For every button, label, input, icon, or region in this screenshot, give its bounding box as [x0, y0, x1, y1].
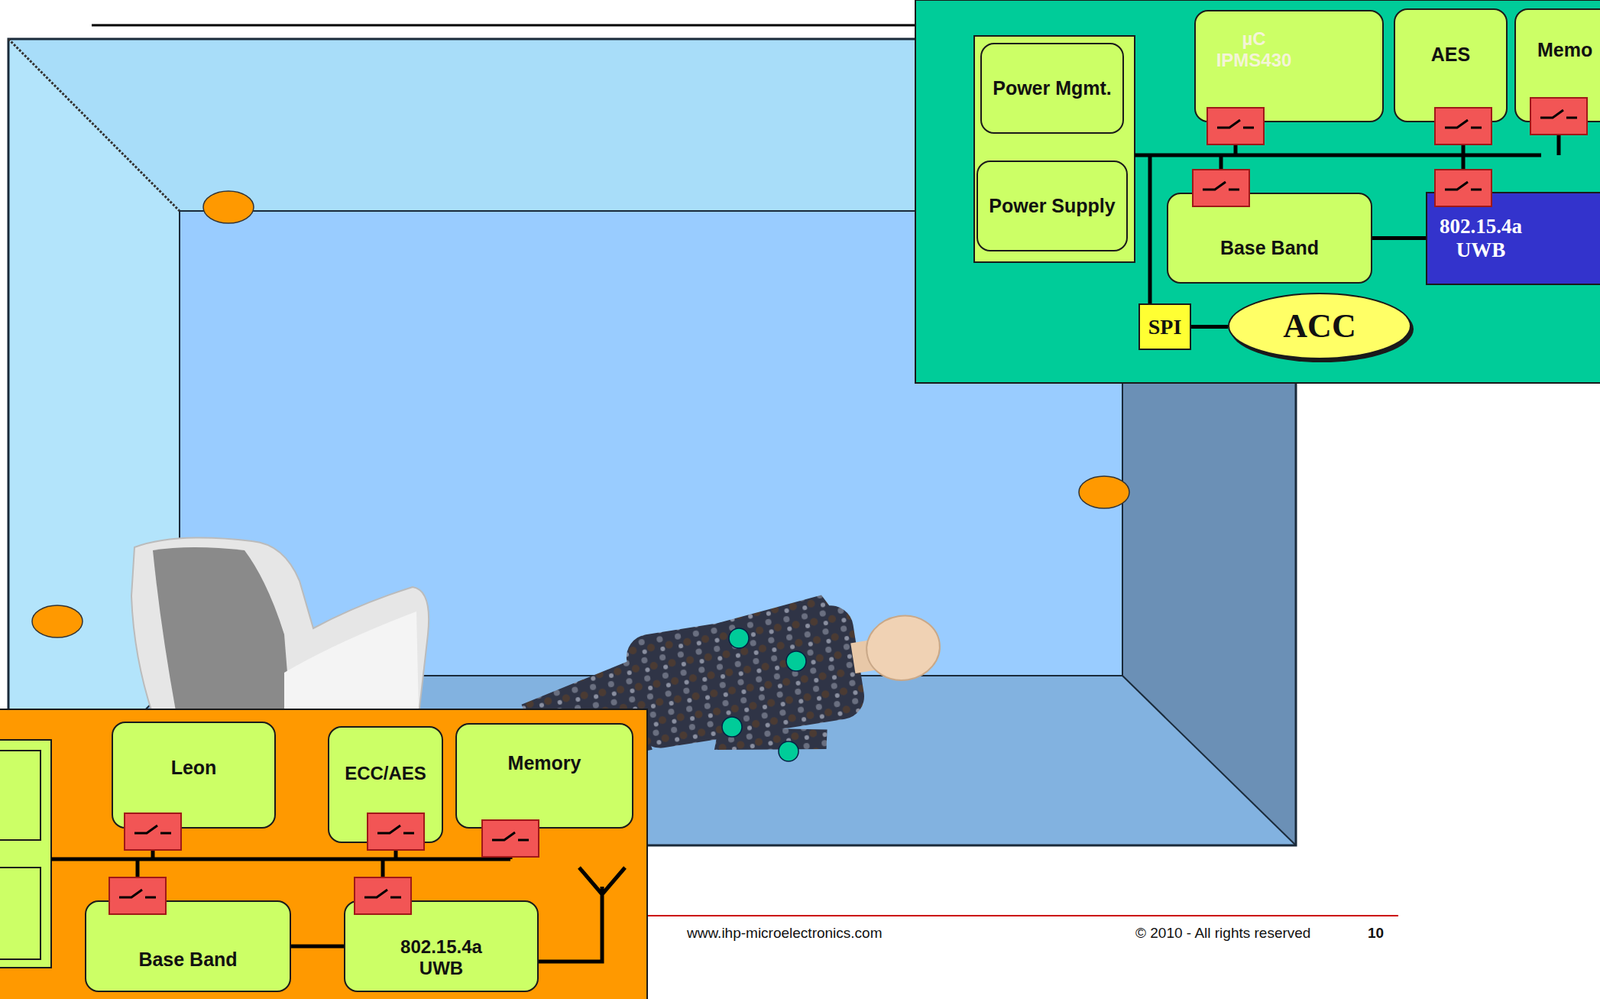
node-label: Leon	[171, 756, 218, 779]
anchor-node	[1078, 476, 1130, 509]
aes-box: AES	[1393, 8, 1508, 123]
footer-url: www.ihp-microelectronics.com	[686, 924, 883, 942]
room-frame	[8, 38, 1296, 846]
bus-wire	[51, 840, 511, 879]
footer-rule	[647, 914, 1399, 917]
power-switch	[1530, 97, 1588, 135]
node-label: SPI	[1148, 314, 1183, 340]
power-switch	[1434, 169, 1492, 207]
body-sensor	[778, 741, 799, 762]
person-head	[861, 610, 945, 686]
chair-shadow	[152, 547, 291, 711]
crypto-box: ECC/AES	[327, 725, 444, 843]
node-label: µC IPMS430	[1203, 28, 1305, 71]
power-switch	[1207, 107, 1264, 145]
memory-box: Memo	[1514, 8, 1600, 123]
power-supply-box: Power Supply	[976, 160, 1128, 252]
anchor-node	[32, 605, 83, 638]
body-sensor	[786, 651, 807, 671]
power-container	[0, 739, 52, 968]
spi-interface-box: SPI	[1138, 303, 1192, 350]
node-label: Power Supply	[988, 194, 1115, 218]
power-container	[974, 35, 1135, 263]
body-sensor	[722, 716, 742, 737]
node-label: Base Band	[138, 948, 237, 971]
chair-seat	[284, 611, 419, 715]
page-number: 10	[1367, 924, 1384, 942]
room-edge	[1122, 675, 1296, 846]
uwb-radio-box: 802.15.4a UWB	[1425, 191, 1600, 286]
power-mgmt-box: Power Mgmt.	[980, 42, 1124, 134]
accelerometer-ellipse: ACC	[1227, 292, 1412, 360]
chair	[131, 537, 429, 716]
power-switch	[482, 819, 539, 857]
uwb-radio-box: 802.15.4a UWB	[343, 900, 539, 992]
bus-connector	[1372, 236, 1426, 240]
node-label: Memo	[1537, 38, 1593, 62]
power-switch	[124, 812, 182, 850]
power-switch	[367, 812, 425, 850]
node-label: Memory	[508, 751, 582, 775]
bus-connector	[1191, 324, 1228, 329]
footer-copyright: © 2010 - All rights reserved	[1135, 924, 1311, 942]
node-label: Base Band	[1220, 236, 1319, 260]
baseband-box: Base Band	[1166, 192, 1373, 284]
node-label: ECC/AES	[344, 762, 427, 784]
bus-connector	[291, 944, 344, 949]
microcontroller-box: µC IPMS430	[1194, 9, 1384, 123]
node-label: AES	[1431, 43, 1471, 66]
body-sensor	[728, 628, 749, 648]
person-arm	[710, 710, 830, 767]
power-supply-box	[0, 867, 41, 959]
anchor-node	[203, 191, 254, 224]
power-switch	[1192, 169, 1250, 207]
power-switch	[1434, 107, 1492, 145]
antenna-symbol	[538, 867, 626, 962]
node-label: 802.15.4a UWB	[384, 936, 499, 979]
power-mgmt-box	[0, 750, 41, 840]
node-label: 802.15.4a UWB	[1434, 214, 1527, 263]
anchor-node-panel	[0, 709, 648, 999]
baseband-box: Base Band	[84, 900, 292, 992]
memory-box: Memory	[455, 722, 634, 829]
node-label: Power Mgmt.	[992, 77, 1112, 100]
room-edge	[8, 38, 180, 211]
power-switch	[354, 877, 412, 914]
node-label: ACC	[1282, 306, 1356, 346]
processor-box: Leon	[111, 721, 276, 829]
power-switch	[109, 877, 166, 914]
header-rule	[91, 24, 917, 27]
